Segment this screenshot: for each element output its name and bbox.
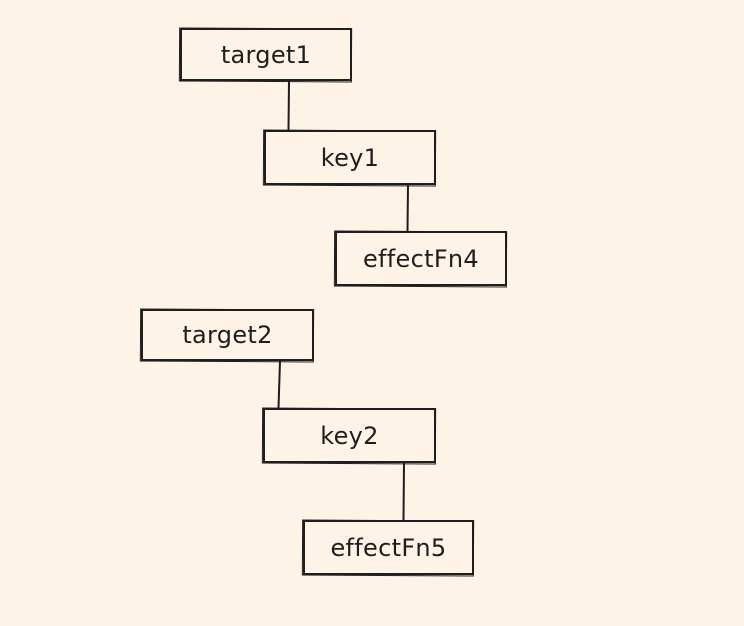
node-target2: target2 (141, 309, 314, 361)
edge-key1-effectfn4 (406, 184, 409, 232)
node-effectfn4: effectFn4 (335, 231, 507, 286)
edge-target2-key2 (277, 360, 281, 409)
node-effectfn4-label: effectFn4 (362, 244, 480, 273)
edge-key2-effectfn5 (402, 462, 405, 521)
node-target2-label: target2 (182, 321, 273, 349)
edge-target1-key1 (287, 80, 290, 131)
node-target1: target1 (180, 28, 352, 81)
node-effectfn5: effectFn5 (303, 520, 474, 575)
node-key2-label: key2 (320, 421, 379, 450)
node-key1: key1 (264, 130, 436, 185)
node-key1-label: key1 (320, 143, 380, 172)
node-key2: key2 (263, 408, 436, 463)
node-effectfn5-label: effectFn5 (330, 533, 447, 562)
node-target1-label: target1 (220, 40, 312, 69)
